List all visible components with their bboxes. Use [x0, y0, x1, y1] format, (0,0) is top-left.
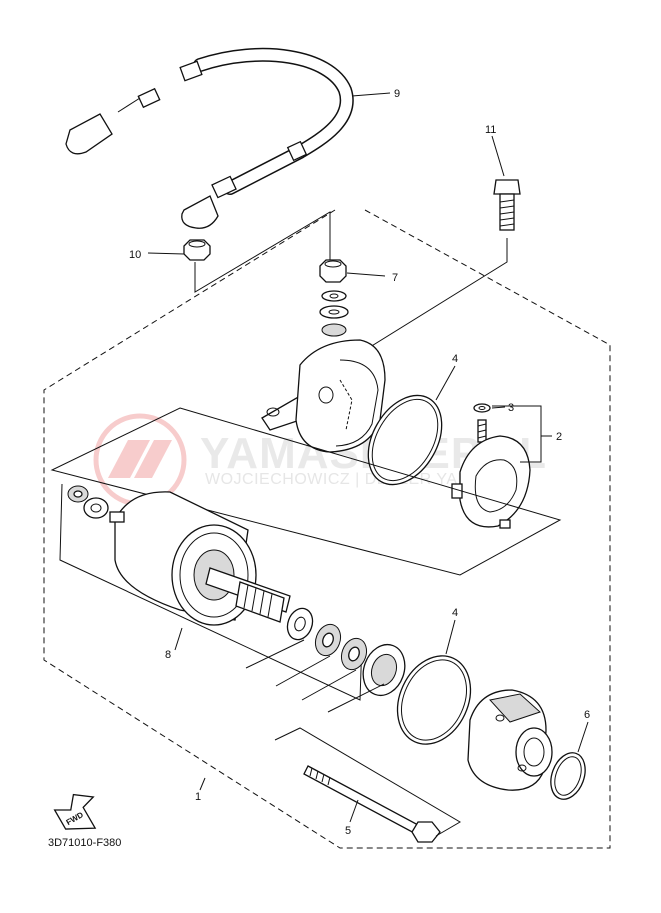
callout-labels: 1 2 3 4 4 5 6 7 8 9 10 11: [129, 88, 590, 837]
rear-cover: [261, 339, 386, 453]
washers-left: [67, 485, 109, 519]
leader-3: [491, 406, 506, 409]
diagram-code: 3D71010-F380: [48, 837, 121, 849]
leader-7: [346, 272, 386, 277]
bolt-11: [493, 179, 521, 231]
leader-4-bottom: [445, 619, 456, 655]
leader-5: [349, 799, 359, 823]
callout-8: 8: [165, 649, 171, 661]
callout-2: 2: [556, 431, 562, 443]
watermark-sub-text: WOJCIECHOWICZ | DEALER YAMAHA: [205, 471, 506, 488]
leader-6: [577, 721, 589, 753]
callout-5: 5: [345, 825, 351, 837]
fwd-arrow-icon: FWD: [53, 793, 97, 830]
callout-11: 11: [485, 124, 496, 136]
leader-8: [174, 627, 183, 651]
bracket-2-3: [492, 405, 542, 463]
nut-10: [183, 239, 211, 261]
plane-left: [59, 483, 363, 701]
assembly-boundary: [43, 209, 611, 849]
plane-rear: [50, 407, 562, 576]
callout-4-top: 4: [452, 353, 458, 365]
callout-10: 10: [129, 249, 141, 261]
o-ring-4-bottom: [396, 655, 472, 745]
o-ring-6: [550, 752, 586, 800]
callout-6: 6: [584, 709, 590, 721]
bracket-10-7: [194, 211, 331, 293]
bracket-5: [274, 727, 461, 837]
leader-10: [147, 252, 185, 255]
leader-4-top: [435, 365, 456, 401]
front-cover: [467, 689, 553, 791]
watermark-logo-icon: [93, 413, 187, 507]
shaft-washers: [286, 607, 406, 697]
bracket-11: [361, 238, 508, 360]
leader-1: [199, 777, 206, 791]
nut-7-and-washers: [319, 259, 349, 362]
starter-cable: [65, 47, 354, 229]
long-bolt-5: [303, 765, 441, 843]
callout-4-bottom: 4: [452, 607, 458, 619]
leader-9: [351, 92, 391, 97]
starter-motor-8: [109, 491, 291, 626]
callout-9: 9: [394, 88, 400, 100]
leader-11: [491, 135, 505, 177]
callout-3: 3: [508, 402, 514, 414]
callout-7: 7: [392, 272, 398, 284]
o-ring-4-top: [367, 394, 443, 486]
brush-holder-2: [451, 403, 531, 529]
callout-1: 1: [195, 791, 201, 803]
plane-shaft: [245, 639, 385, 713]
